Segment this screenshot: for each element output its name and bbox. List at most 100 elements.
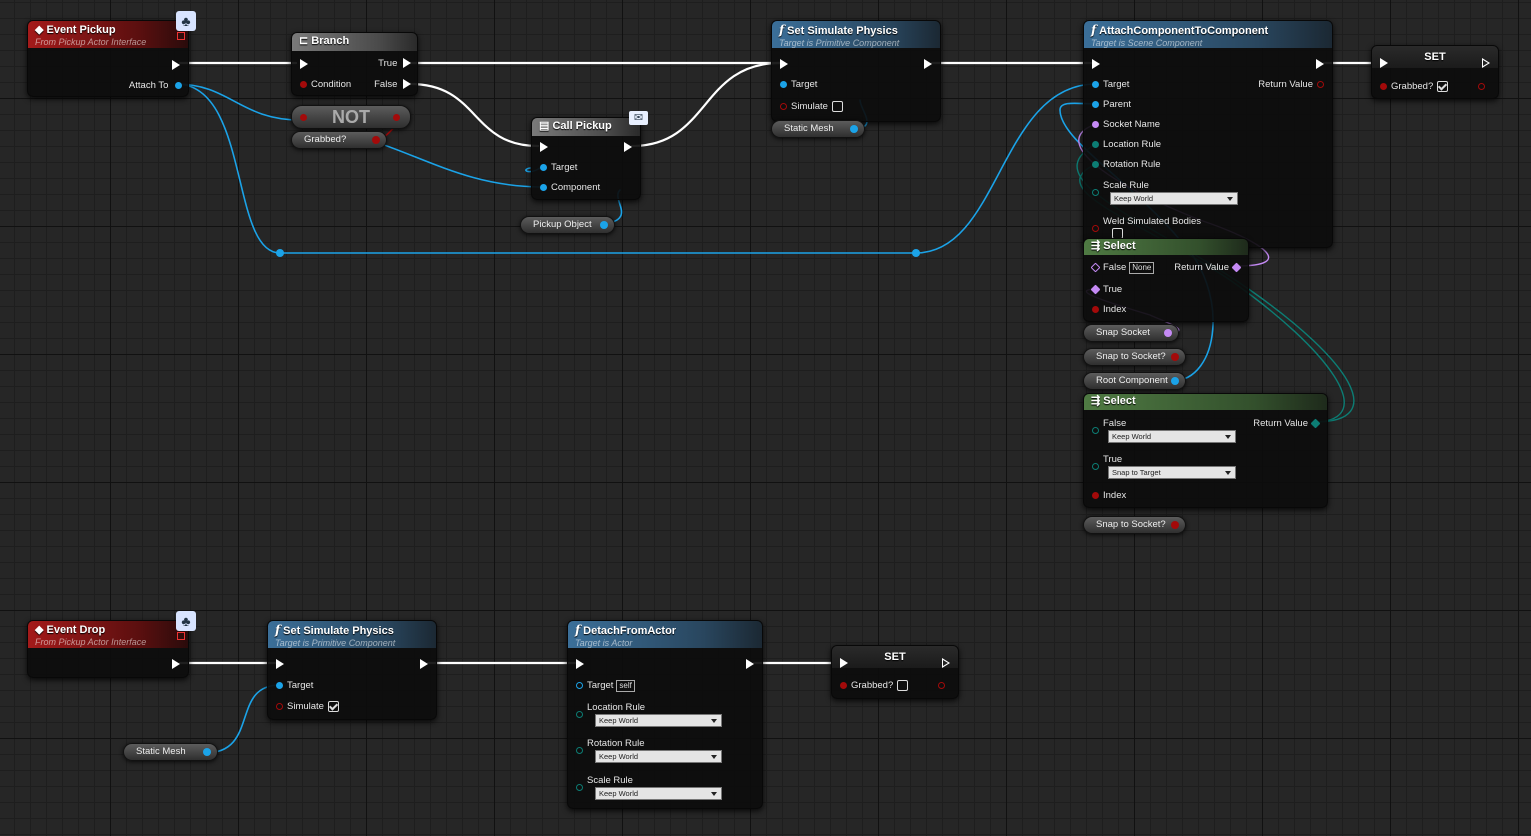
false-value-field[interactable]: None <box>1129 262 1155 274</box>
event-pickup-node[interactable]: ◆ Event Pickup From Pickup Actor Interfa… <box>27 20 189 97</box>
exec-in-pin[interactable] <box>1380 58 1388 68</box>
snap-to-socket-getter[interactable]: Snap to Socket? <box>1083 348 1186 366</box>
call-pickup-node[interactable]: ▤ Call Pickup Target Component <box>531 117 641 200</box>
location-rule-pin[interactable]: Location Rule <box>576 702 645 718</box>
target-pin[interactable]: Target <box>780 79 817 91</box>
branch-true-pin[interactable]: True <box>378 58 411 70</box>
static-mesh-getter[interactable]: Static Mesh <box>123 743 218 761</box>
component-pin[interactable]: Component <box>540 182 600 194</box>
return-value-pin[interactable]: Return Value <box>1174 262 1242 274</box>
delegate-pin-icon[interactable] <box>177 632 185 640</box>
target-pin[interactable]: Target <box>276 680 313 692</box>
snap-to-socket-getter[interactable]: Snap to Socket? <box>1083 516 1186 534</box>
enum-pin-icon <box>576 783 583 791</box>
exec-out-pin[interactable] <box>942 658 950 668</box>
rotation-rule-pin[interactable]: Rotation Rule <box>576 738 645 754</box>
grabbed-getter[interactable]: Grabbed? <box>291 131 387 149</box>
exec-in-pin[interactable] <box>576 659 584 669</box>
static-mesh-getter[interactable]: Static Mesh <box>771 120 865 138</box>
branch-node[interactable]: ⊏ Branch True Condition False <box>291 32 418 96</box>
exec-out-pin[interactable] <box>1482 58 1490 68</box>
delegate-pin-icon[interactable] <box>177 32 185 40</box>
exec-out-pin[interactable] <box>746 659 754 669</box>
simulate-checkbox[interactable] <box>327 701 339 712</box>
exec-out-pin[interactable] <box>1316 59 1324 69</box>
true-value-dropdown[interactable]: Snap to Target <box>1108 466 1236 479</box>
weld-pin[interactable]: Weld Simulated Bodies <box>1092 216 1201 232</box>
branch-false-pin[interactable]: False <box>374 79 411 91</box>
exec-in-pin[interactable] <box>300 59 308 69</box>
simulate-pin[interactable]: Simulate <box>780 101 843 113</box>
exec-out-pin[interactable] <box>172 60 180 70</box>
index-pin[interactable]: Index <box>1092 490 1126 502</box>
set-grabbed-node[interactable]: SET Grabbed? <box>831 645 959 699</box>
bool-pin-icon[interactable] <box>300 114 307 121</box>
true-pin[interactable]: True <box>1092 454 1122 470</box>
grabbed-checkbox[interactable] <box>897 680 909 691</box>
select-enum-node[interactable]: ⇶ Select False Keep World Return Value T… <box>1083 393 1328 508</box>
true-pin[interactable]: True <box>1090 284 1122 296</box>
exec-out-icon <box>403 58 411 69</box>
condition-pin[interactable]: Condition <box>300 79 351 91</box>
set-grabbed-node[interactable]: SET Grabbed? <box>1371 45 1499 99</box>
return-value-pin[interactable]: Return Value <box>1258 79 1324 91</box>
rotation-rule-dropdown[interactable]: Keep World <box>595 750 722 763</box>
not-node[interactable]: NOT <box>291 105 411 129</box>
target-pin[interactable]: Target <box>540 162 577 174</box>
branch-icon: ⊏ <box>299 35 312 47</box>
socket-name-pin[interactable]: Socket Name <box>1092 119 1160 131</box>
bool-pin-icon[interactable] <box>393 114 400 121</box>
simulate-checkbox[interactable] <box>831 101 843 112</box>
location-rule-pin[interactable]: Location Rule <box>1092 139 1161 151</box>
target-self-field[interactable]: self <box>616 680 635 692</box>
attach-to-pin[interactable]: Attach To <box>129 80 182 92</box>
false-pin[interactable]: False <box>1092 418 1126 434</box>
bool-out-pin-icon[interactable] <box>938 682 945 689</box>
exec-in-pin[interactable] <box>540 142 548 152</box>
target-pin[interactable]: Target <box>1092 79 1129 91</box>
object-pin-icon <box>175 81 182 89</box>
false-value-dropdown[interactable]: Keep World <box>1108 430 1236 443</box>
event-diamond-icon: ◆ <box>35 624 47 636</box>
simulate-pin[interactable]: Simulate <box>276 701 339 713</box>
scale-rule-dropdown[interactable]: Keep World <box>595 787 722 800</box>
select-header: ⇶ Select <box>1084 394 1327 410</box>
return-value-pin[interactable]: Return Value <box>1253 418 1321 430</box>
root-component-getter[interactable]: Root Component <box>1083 372 1186 390</box>
scale-rule-dropdown[interactable]: Keep World <box>1110 192 1238 205</box>
rotation-rule-pin[interactable]: Rotation Rule <box>1092 159 1161 171</box>
enum-pin-icon <box>1092 462 1099 470</box>
bool-out-pin-icon[interactable] <box>1478 83 1485 90</box>
pickup-object-getter[interactable]: Pickup Object <box>520 216 615 234</box>
exec-out-pin[interactable] <box>924 59 932 69</box>
grabbed-pin[interactable]: Grabbed? <box>840 680 909 692</box>
bool-pin-icon <box>276 703 283 710</box>
exec-in-pin[interactable] <box>840 658 848 668</box>
index-pin[interactable]: Index <box>1092 304 1126 316</box>
exec-out-pin[interactable] <box>624 142 632 152</box>
scale-rule-pin[interactable]: Scale Rule <box>1092 180 1149 196</box>
grabbed-checkbox[interactable] <box>1437 81 1449 92</box>
exec-in-pin[interactable] <box>780 59 788 69</box>
snap-socket-getter[interactable]: Snap Socket <box>1083 324 1179 342</box>
exec-out-icon <box>403 79 411 90</box>
exec-in-pin[interactable] <box>276 659 284 669</box>
exec-out-pin[interactable] <box>420 659 428 669</box>
grabbed-pin[interactable]: Grabbed? <box>1380 81 1449 93</box>
parent-pin[interactable]: Parent <box>1092 99 1131 111</box>
root-component-label: Root Component <box>1096 375 1168 386</box>
object-pin-icon <box>780 80 787 88</box>
exec-in-pin[interactable] <box>1092 59 1100 69</box>
scale-rule-pin[interactable]: Scale Rule <box>576 775 633 791</box>
object-pin-icon <box>600 221 608 229</box>
event-drop-node[interactable]: ◆ Event Drop From Pickup Actor Interface <box>27 620 189 678</box>
exec-out-pin[interactable] <box>172 659 180 669</box>
location-rule-dropdown[interactable]: Keep World <box>595 714 722 727</box>
